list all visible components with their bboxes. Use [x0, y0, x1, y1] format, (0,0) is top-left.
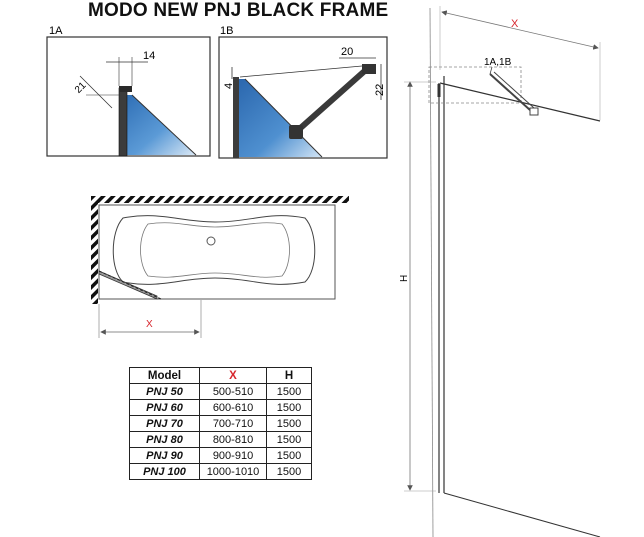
column-header-model: Model: [129, 367, 200, 384]
wall-bracket: [362, 64, 376, 74]
x-cell: 800-810: [199, 431, 267, 448]
x-cell: 1000-1010: [199, 463, 267, 480]
dim-width-label: X: [511, 18, 519, 30]
dim-height-label: H: [399, 275, 410, 282]
glass-panel: [126, 95, 196, 155]
dim-x-label: X: [146, 319, 153, 330]
plan-view: X: [91, 196, 349, 338]
dimension-table: Model X H PNJ 50 500-510 1500 PNJ 60 600…: [129, 367, 312, 480]
glass-clamp: [289, 125, 303, 139]
drain-icon: [206, 236, 216, 246]
table-header-row: Model X H: [129, 367, 312, 384]
bathtub-basin: [140, 222, 290, 278]
leader-line: [489, 66, 493, 75]
table-row: PNJ 60 600-610 1500: [129, 399, 312, 416]
model-cell: PNJ 90: [129, 447, 200, 464]
detail-1b: 1B 20 22 4: [218, 25, 388, 159]
glass-bottom-edge: [443, 492, 601, 537]
dim-line-21: [79, 75, 113, 109]
detail-1a: 1A 14 21: [46, 25, 211, 157]
glass-edge: [244, 78, 323, 158]
detail-1b-label: 1B: [220, 25, 233, 37]
dim-20-label: 20: [341, 46, 353, 58]
table-row: PNJ 70 700-710 1500: [129, 415, 312, 432]
detail-ref-label: 1A,1B: [484, 57, 512, 68]
profile-cap: [119, 86, 132, 92]
stabilizer-bar: [489, 73, 531, 111]
detail-marker: [428, 66, 522, 104]
column-header-x: X: [199, 367, 267, 384]
detail-1a-label: 1A: [49, 25, 63, 37]
h-cell: 1500: [266, 447, 312, 464]
x-cell: 900-910: [199, 447, 267, 464]
dim-4-label: 4: [223, 83, 235, 89]
glass-edge: [131, 94, 197, 156]
wall-left: [91, 196, 98, 304]
x-cell: 600-610: [199, 399, 267, 416]
stabilizer-bar-edge: [493, 71, 535, 109]
elevation-view: 1A,1B X H: [399, 6, 601, 537]
x-cell: 700-710: [199, 415, 267, 432]
glass-clamp: [529, 107, 539, 116]
model-cell: PNJ 70: [129, 415, 200, 432]
table-row: PNJ 100 1000-1010 1500: [129, 463, 312, 480]
model-cell: PNJ 100: [129, 463, 200, 480]
column-header-h: H: [266, 367, 312, 384]
dim-14-label: 14: [143, 50, 155, 62]
model-cell: PNJ 60: [129, 399, 200, 416]
wall-top: [91, 196, 349, 203]
page-title: MODO NEW PNJ BLACK FRAME: [88, 0, 389, 21]
h-cell: 1500: [266, 399, 312, 416]
wall-profile: [118, 87, 128, 157]
table-row: PNJ 80 800-810 1500: [129, 431, 312, 448]
table-row: PNJ 90 900-910 1500: [129, 447, 312, 464]
dim-line-width: [441, 10, 599, 50]
wall-profile: [233, 77, 239, 158]
h-cell: 1500: [266, 431, 312, 448]
x-cell: 500-510: [199, 383, 267, 400]
swing-path: [98, 270, 162, 300]
dim-22-label: 22: [374, 84, 386, 96]
h-cell: 1500: [266, 383, 312, 400]
h-cell: 1500: [266, 415, 312, 432]
model-cell: PNJ 50: [129, 383, 200, 400]
stabilizer-bar: [293, 65, 371, 135]
model-cell: PNJ 80: [129, 431, 200, 448]
wall-edge: [429, 7, 434, 537]
ref-line: [239, 65, 363, 78]
table-row: PNJ 50 500-510 1500: [129, 383, 312, 400]
h-cell: 1500: [266, 463, 312, 480]
